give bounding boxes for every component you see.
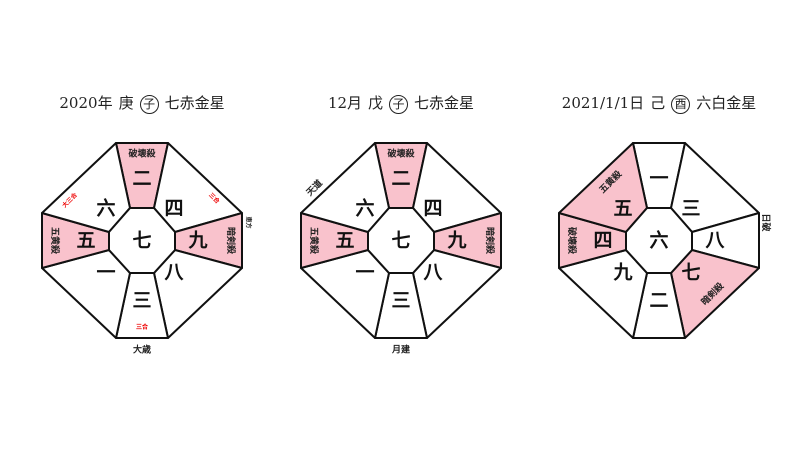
sector-number: 八	[705, 230, 725, 252]
direction-label: 五黄殺	[49, 227, 61, 255]
sector-number: 六	[355, 197, 374, 220]
direction-label: 暗剣殺	[225, 227, 237, 255]
title-branch: 酉	[671, 95, 691, 114]
direction-label: 破壊殺	[566, 227, 578, 255]
center-number: 六	[649, 229, 668, 252]
chart-title: 2020年庚子七赤金星	[22, 92, 262, 114]
title-star: 七赤金星	[164, 94, 225, 112]
sector-number: 九	[446, 230, 466, 252]
chart-title: 2021/1/1日己酉六白金星	[539, 92, 779, 114]
center-number: 七	[132, 230, 151, 252]
sector-number: 二	[132, 168, 151, 190]
sector-number: 一	[96, 262, 115, 284]
title-period: 2021/1/1日	[561, 94, 645, 112]
center-number: 七	[391, 230, 410, 252]
title-stem: 己	[650, 94, 666, 112]
sector-number: 五	[613, 198, 632, 220]
title-branch: 子	[389, 95, 409, 114]
sector-number: 五	[335, 230, 354, 252]
sector-number: 九	[187, 230, 207, 252]
sector-number: 六	[96, 197, 115, 220]
center-cell	[625, 207, 693, 274]
title-star: 六白金星	[696, 94, 757, 112]
title-star: 七赤金星	[414, 94, 475, 112]
chart-1: 二四九八三一五六七破壊殺暗剣殺五黄殺大三合三合三合恵方大歳	[41, 142, 253, 356]
sector-number: 八	[423, 262, 443, 284]
sector-number: 四	[164, 198, 183, 220]
direction-label: 五黄殺	[308, 227, 320, 255]
title-period: 2020年	[59, 94, 113, 112]
sector-number: 八	[164, 262, 184, 284]
sector-number: 一	[355, 262, 374, 284]
center-cell	[108, 207, 176, 274]
sector-number: 二	[391, 168, 410, 190]
sector-number: 三	[132, 290, 151, 312]
chart-title: 12月戊子七赤金星	[281, 92, 521, 114]
sector-number: 四	[593, 230, 612, 252]
title-stem: 戊	[368, 94, 384, 112]
direction-label: 三合	[136, 323, 149, 331]
direction-label: 月建	[391, 344, 411, 356]
direction-label: 大歳	[133, 344, 151, 356]
sector-number: 二	[649, 290, 668, 312]
direction-label: 破壊殺	[387, 148, 415, 160]
sector-number: 一	[649, 168, 668, 190]
sector-number: 三	[681, 198, 700, 220]
title-stem: 庚	[118, 94, 134, 112]
direction-label: 日破	[760, 213, 772, 232]
direction-label: 破壊殺	[128, 148, 156, 160]
center-cell	[367, 207, 435, 274]
sector-number: 三	[391, 290, 410, 312]
sector-number: 五	[76, 230, 95, 252]
direction-label: 暗剣殺	[484, 227, 496, 255]
title-branch: 子	[139, 95, 159, 114]
title-period: 12月	[327, 94, 363, 112]
sector-number: 七	[681, 262, 700, 284]
direction-label: 恵方	[245, 216, 253, 228]
sector-number: 四	[423, 198, 442, 220]
sector-number: 九	[612, 262, 632, 284]
